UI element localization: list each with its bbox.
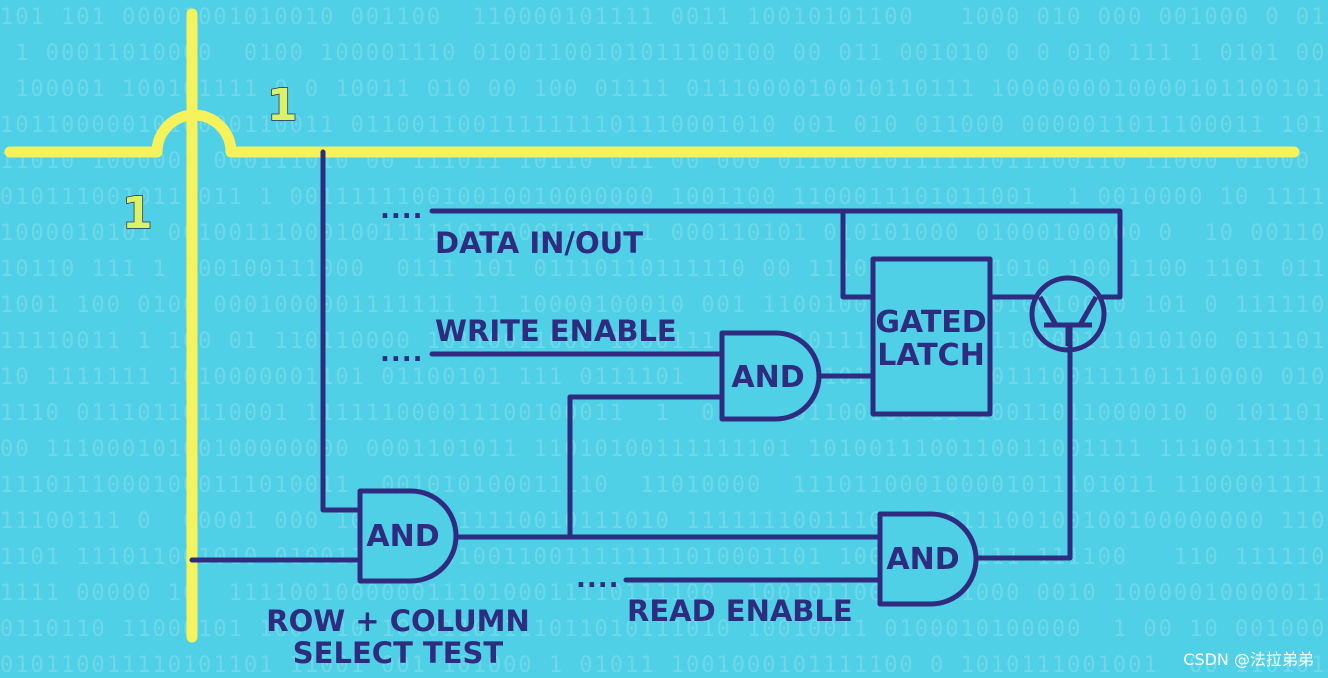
- read-and-label: AND: [886, 542, 959, 577]
- select-and-gate: [357, 488, 459, 584]
- data-line-wire: [429, 208, 1123, 300]
- select-test-label-line1: ROW + COLUMN: [266, 604, 530, 638]
- select-to-write-wire: [567, 394, 725, 540]
- select-and-label: AND: [366, 519, 439, 554]
- write-and-gate: [719, 330, 822, 422]
- read-and-gate: [877, 511, 979, 607]
- watermark: CSDN @法拉弟弟: [1183, 650, 1314, 669]
- write-line-ellipsis: ....: [380, 338, 424, 368]
- write-enable-label: WRITE ENABLE: [435, 314, 677, 348]
- row-tap-wire: [320, 149, 363, 513]
- data-loop-wire: [840, 208, 876, 300]
- data-in-out-label: DATA IN/OUT: [435, 226, 643, 260]
- select-test-label-line2: SELECT TEST: [293, 636, 504, 670]
- gated-latch-box: [870, 256, 993, 417]
- transistor-icon: [1029, 275, 1107, 353]
- read-line-ellipsis: ....: [576, 564, 620, 594]
- row-bit-value: 1: [267, 80, 298, 131]
- column-bit-value: 1: [122, 188, 153, 239]
- latch-label-line2: LATCH: [877, 338, 985, 373]
- row-wire: [4, 109, 1300, 158]
- read-to-transistor-wire: [973, 325, 1073, 561]
- data-line-ellipsis: ....: [380, 195, 424, 225]
- write-and-label: AND: [731, 360, 804, 395]
- read-enable-label: READ ENABLE: [627, 594, 853, 628]
- latch-label-line1: GATED: [875, 305, 986, 340]
